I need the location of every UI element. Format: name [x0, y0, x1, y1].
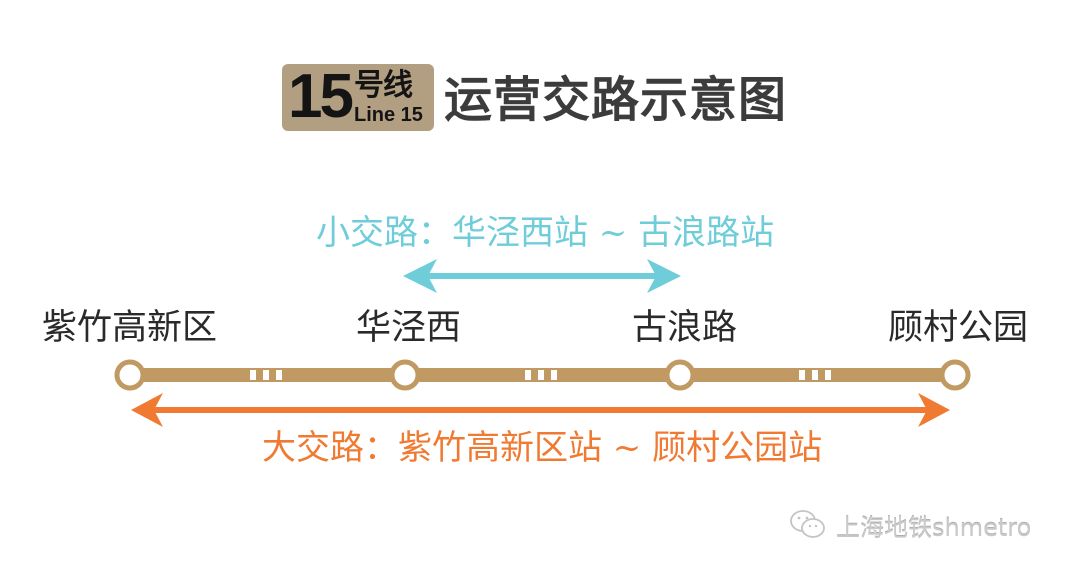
- station-name-gulanglu: 古浪路: [632, 308, 738, 348]
- station-dot-gulanglu: [664, 359, 696, 391]
- watermark-text: 上海地铁shmetro: [836, 513, 1032, 542]
- station-dot-gucungongyuan: [939, 359, 971, 391]
- gap-marker-1: [250, 370, 282, 380]
- line-number: 15: [288, 62, 354, 131]
- short-route-label: 小交路：华泾西站 ~ 古浪路站: [316, 213, 775, 253]
- station-name-gucungongyuan: 顾村公园: [888, 308, 1029, 348]
- gap-marker-3: [799, 370, 831, 380]
- watermark: 上海地铁shmetro: [788, 508, 1031, 542]
- short-route-arrow: [403, 259, 681, 293]
- long-route-arrow: [131, 393, 950, 427]
- long-route-label: 大交路：紫竹高新区站 ~ 顾村公园站: [262, 428, 823, 468]
- diagram-title: 运营交路示意图: [444, 72, 788, 128]
- station-dot-zizhu: [114, 359, 146, 391]
- station-dot-huajingxi: [389, 359, 421, 391]
- gap-marker-2: [525, 370, 557, 380]
- station-name-huajingxi: 华泾西: [356, 308, 462, 348]
- line-label-chinese: 号线: [354, 68, 413, 103]
- line-label-english: Line 15: [354, 104, 423, 126]
- line-badge: 15 号线 Line 15: [282, 64, 434, 131]
- wechat-icon: [790, 510, 825, 538]
- line-track: [114, 359, 971, 391]
- station-name-zizhu: 紫竹高新区: [42, 308, 218, 348]
